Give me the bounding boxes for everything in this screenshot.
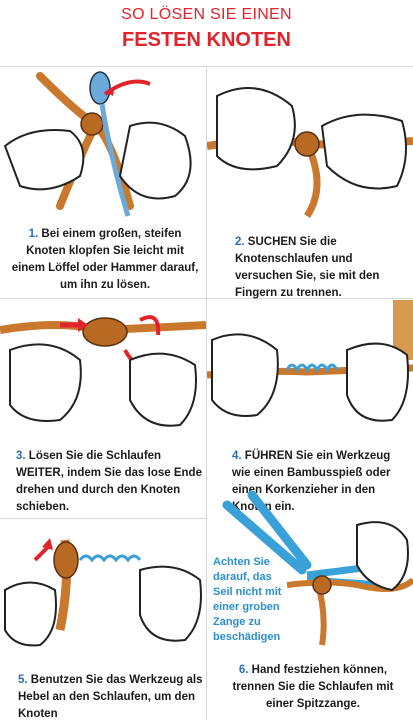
step5-illustration <box>4 538 202 647</box>
step-number: 1. <box>28 228 39 240</box>
divider <box>206 66 207 720</box>
divider <box>0 518 206 519</box>
step-text: FÜHREN Sie ein Werkzeug wie einen Bambus… <box>232 450 391 513</box>
step-number: 2. <box>235 236 245 248</box>
page-title-line1: SO LÖSEN SIE EINEN <box>121 6 292 23</box>
step-number: 6. <box>238 664 249 676</box>
step3-caption: 3. Lösen Sie die Schlaufen WEITER, indem… <box>16 448 206 516</box>
page-title-line2: FESTEN KNOTEN <box>122 29 291 51</box>
step-text: Hand festziehen können, trennen Sie die … <box>232 664 394 710</box>
step5-caption: 5. Benutzen Sie das Werkzeug als Hebel a… <box>18 672 203 723</box>
step4-caption: 4. FÜHREN Sie ein Werkzeug wie einen Bam… <box>232 448 410 516</box>
step6-illustration <box>222 490 413 646</box>
step-number: 5. <box>18 674 28 686</box>
step2-caption: 2. SUCHEN Sie die Knotenschlaufen und ve… <box>235 234 405 302</box>
warning-note: Achten Sie darauf, das Seil nicht mit ei… <box>213 556 282 643</box>
step-text: Bei einem großen, steifen Knoten klopfen… <box>11 228 199 291</box>
step-text: Lösen Sie die Schlaufen WEITER, indem Si… <box>16 450 202 513</box>
divider <box>0 298 413 299</box>
step4-illustration <box>207 300 413 422</box>
step2-illustration <box>207 87 413 218</box>
step3-illustration <box>0 315 206 427</box>
step-text: Benutzen Sie das Werkzeug als Hebel an d… <box>18 674 203 720</box>
step-number: 3. <box>16 450 26 462</box>
header: SO LÖSEN SIE EINEN FESTEN KNOTEN <box>0 0 413 62</box>
step1-caption: 1. Bei einem großen, steifen Knoten klop… <box>10 226 200 294</box>
step1-illustration <box>3 71 192 217</box>
step6-caption: 6. Hand festziehen können, trennen Sie d… <box>218 662 408 713</box>
step-number: 4. <box>232 450 242 462</box>
step-text: SUCHEN Sie die Knotenschlaufen und versu… <box>235 236 380 299</box>
